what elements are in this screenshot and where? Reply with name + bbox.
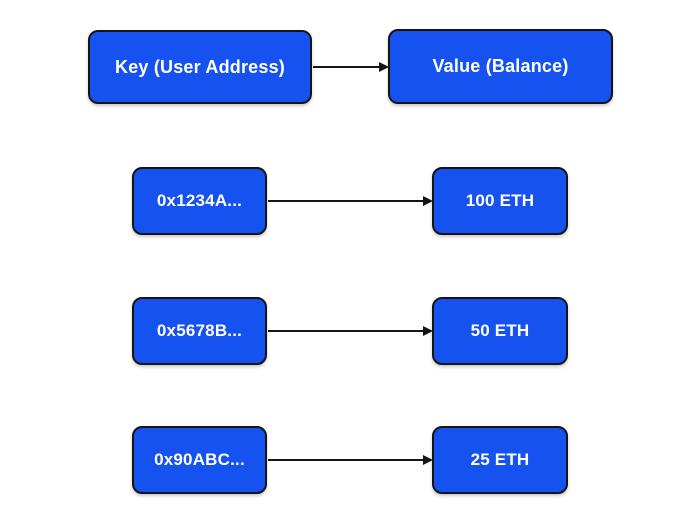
value-label-0: 100 ETH: [465, 191, 535, 210]
header-key-box: Key (User Address): [88, 30, 312, 104]
arrow-row-0: [268, 200, 431, 202]
arrow-row-1: [268, 330, 431, 332]
value-box-2: 25 ETH: [432, 426, 568, 494]
key-label-2: 0x90ABC...: [154, 450, 245, 469]
value-label-2: 25 ETH: [470, 450, 530, 469]
header-key-label: Key (User Address): [115, 56, 285, 77]
header-value-box: Value (Balance): [388, 29, 613, 104]
header-value-label: Value (Balance): [432, 56, 569, 76]
arrow-row-2: [268, 459, 431, 461]
value-label-1: 50 ETH: [470, 321, 530, 340]
key-box-1: 0x5678B...: [132, 297, 267, 365]
value-box-1: 50 ETH: [432, 297, 568, 365]
arrow-header: [313, 66, 387, 68]
key-label-1: 0x5678B...: [156, 321, 243, 340]
key-box-0: 0x1234A...: [132, 167, 267, 235]
value-box-0: 100 ETH: [432, 167, 568, 235]
key-box-2: 0x90ABC...: [132, 426, 267, 494]
key-label-0: 0x1234A...: [156, 191, 243, 210]
